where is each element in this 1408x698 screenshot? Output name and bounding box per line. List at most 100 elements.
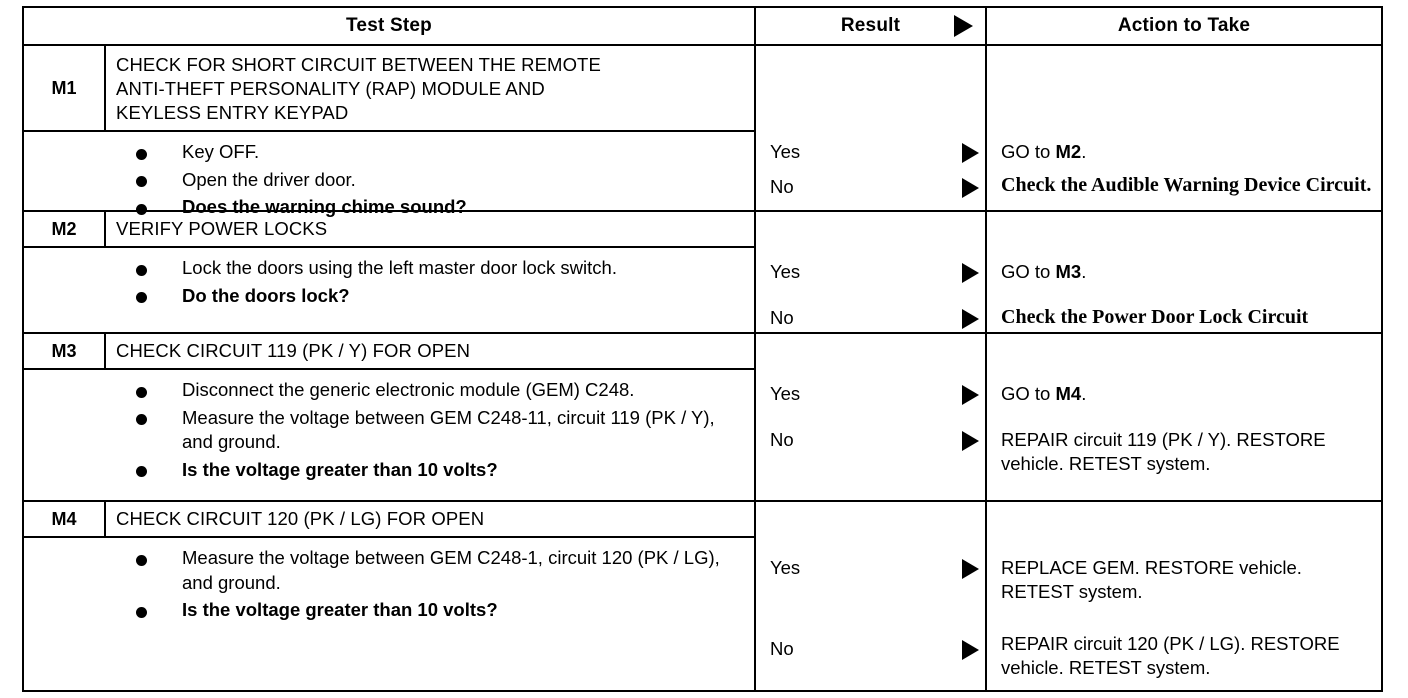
header-cell-action-to-take: Action to Take — [985, 8, 1381, 44]
list-item: Does the warning chime sound? — [136, 195, 740, 220]
m3-result-cell: Yes No — [754, 370, 985, 500]
m1-title-text: CHECK FOR SHORT CIRCUIT BETWEEN THE REMO… — [116, 54, 601, 124]
list-item: Do the doors lock? — [136, 284, 740, 309]
table-header-row: Test Step Result Action to Take — [24, 8, 1381, 46]
list-item: Key OFF. — [136, 140, 740, 165]
triangle-right-icon — [962, 306, 981, 330]
action-for-no: Check the Power Door Lock Circuit — [1001, 306, 1309, 329]
triangle-right-icon — [962, 382, 981, 406]
m4-title-text: CHECK CIRCUIT 120 (PK / LG) FOR OPEN — [116, 507, 485, 529]
step-id-m2: M2 — [24, 212, 106, 246]
result-label: Yes — [770, 557, 801, 578]
m2-action-cell: GO to M3. Check the Power Door Lock Circ… — [985, 248, 1381, 332]
triangle-right-icon — [962, 260, 981, 284]
m1-body-row: Key OFF. Open the driver door. Does the … — [24, 132, 1381, 217]
m3-bullet-list: Disconnect the generic electronic module… — [24, 370, 754, 492]
m2-title-row: M2 VERIFY POWER LOCKS — [24, 210, 1381, 248]
m1-title-row: M1 CHECK FOR SHORT CIRCUIT BETWEEN THE R… — [24, 46, 1381, 132]
m3-body-row: Disconnect the generic electronic module… — [24, 370, 1381, 500]
m4-title-cell: M4 CHECK CIRCUIT 120 (PK / LG) FOR OPEN — [24, 502, 754, 538]
m1-bullets-cell: Key OFF. Open the driver door. Does the … — [24, 132, 754, 217]
pinpoint-test-table: Test Step Result Action to Take M1 CHECK… — [22, 6, 1383, 692]
list-item: Measure the voltage between GEM C248-1, … — [136, 546, 740, 595]
test-step-m2: M2 VERIFY POWER LOCKS Lock the doors usi… — [24, 210, 1381, 332]
list-item: Lock the doors using the left master doo… — [136, 256, 740, 281]
action-target-step: M2 — [1055, 141, 1082, 162]
result-yes: Yes — [756, 260, 985, 284]
list-item: Disconnect the generic electronic module… — [136, 378, 740, 403]
m2-title-text: VERIFY POWER LOCKS — [116, 217, 328, 239]
header-label-result: Result — [840, 15, 901, 36]
list-item: Is the voltage greater than 10 volts? — [136, 458, 740, 483]
triangle-right-icon — [962, 140, 981, 164]
action-for-no: REPAIR circuit 120 (PK / LG). RESTORE ve… — [1001, 633, 1340, 679]
m4-title-action-spacer — [985, 502, 1381, 538]
triangle-right-icon — [962, 428, 981, 452]
m4-bullets-cell: Measure the voltage between GEM C248-1, … — [24, 538, 754, 690]
header-cell-result: Result — [754, 8, 985, 44]
m3-title-row: M3 CHECK CIRCUIT 119 (PK / Y) FOR OPEN — [24, 332, 1381, 370]
triangle-right-icon — [954, 14, 973, 37]
list-item: Open the driver door. — [136, 168, 740, 193]
m3-action-cell: GO to M4. REPAIR circuit 119 (PK / Y). R… — [985, 370, 1381, 500]
action-suffix: . — [1081, 261, 1087, 282]
m1-title-result-spacer — [754, 46, 985, 132]
m3-title-text: CHECK CIRCUIT 119 (PK / Y) FOR OPEN — [116, 339, 471, 361]
m2-bullets-cell: Lock the doors using the left master doo… — [24, 248, 754, 332]
m3-title-result-spacer — [754, 334, 985, 370]
result-no: No — [756, 428, 985, 452]
triangle-right-icon — [962, 556, 981, 580]
result-label: Yes — [770, 141, 801, 162]
m4-title-row: M4 CHECK CIRCUIT 120 (PK / LG) FOR OPEN — [24, 500, 1381, 538]
m2-bullet-list: Lock the doors using the left master doo… — [24, 248, 754, 318]
triangle-right-icon — [962, 637, 981, 661]
m2-body-row: Lock the doors using the left master doo… — [24, 248, 1381, 332]
header-cell-test-step: Test Step — [24, 8, 754, 44]
m4-result-cell: Yes No — [754, 538, 985, 690]
m1-bullet-list: Key OFF. Open the driver door. Does the … — [24, 132, 754, 230]
m1-result-cell: Yes No — [754, 132, 985, 210]
result-yes: Yes — [756, 556, 985, 580]
result-no: No — [756, 306, 985, 330]
result-label: No — [770, 638, 794, 660]
result-label: Yes — [770, 261, 801, 282]
step-id-m1: M1 — [24, 46, 106, 130]
m2-title-result-spacer — [754, 212, 985, 248]
test-step-m4: M4 CHECK CIRCUIT 120 (PK / LG) FOR OPEN … — [24, 500, 1381, 690]
action-target-step: M3 — [1055, 261, 1082, 282]
m4-body-row: Measure the voltage between GEM C248-1, … — [24, 538, 1381, 690]
m3-title-action-spacer — [985, 334, 1381, 370]
action-target-step: M4 — [1055, 383, 1082, 404]
result-no: No — [756, 637, 985, 661]
m2-result-cell: Yes No — [754, 248, 985, 332]
triangle-right-icon — [962, 175, 981, 199]
step-id-m3: M3 — [24, 334, 106, 368]
action-prefix: GO to — [1001, 261, 1056, 282]
list-item: Measure the voltage between GEM C248-11,… — [136, 406, 740, 455]
m3-bullets-cell: Disconnect the generic electronic module… — [24, 370, 754, 500]
action-for-yes: REPLACE GEM. RESTORE vehicle. RETEST sys… — [1001, 557, 1302, 603]
result-yes: Yes — [756, 382, 985, 406]
result-label: No — [770, 176, 794, 198]
action-suffix: . — [1081, 141, 1087, 162]
action-for-no: REPAIR circuit 119 (PK / Y). RESTORE veh… — [1001, 429, 1326, 475]
result-no: No — [756, 175, 985, 199]
m4-bullet-list: Measure the voltage between GEM C248-1, … — [24, 538, 754, 633]
result-label: No — [770, 429, 794, 451]
action-for-yes: GO to M2. — [987, 140, 1381, 164]
action-suffix: . — [1081, 383, 1087, 404]
test-step-m1: M1 CHECK FOR SHORT CIRCUIT BETWEEN THE R… — [24, 46, 1381, 217]
action-for-yes: GO to M4. — [987, 382, 1381, 406]
test-step-m3: M3 CHECK CIRCUIT 119 (PK / Y) FOR OPEN D… — [24, 332, 1381, 500]
header-label-test-step: Test Step — [346, 15, 432, 36]
m1-action-cell: GO to M2. Check the Audible Warning Devi… — [985, 132, 1381, 210]
action-prefix: GO to — [1001, 141, 1056, 162]
list-item: Is the voltage greater than 10 volts? — [136, 598, 740, 623]
result-label: Yes — [770, 383, 801, 404]
m3-title-cell: M3 CHECK CIRCUIT 119 (PK / Y) FOR OPEN — [24, 334, 754, 370]
m1-title-cell: M1 CHECK FOR SHORT CIRCUIT BETWEEN THE R… — [24, 46, 754, 132]
m2-title-action-spacer — [985, 212, 1381, 248]
m4-title-result-spacer — [754, 502, 985, 538]
m1-title-action-spacer — [985, 46, 1381, 132]
